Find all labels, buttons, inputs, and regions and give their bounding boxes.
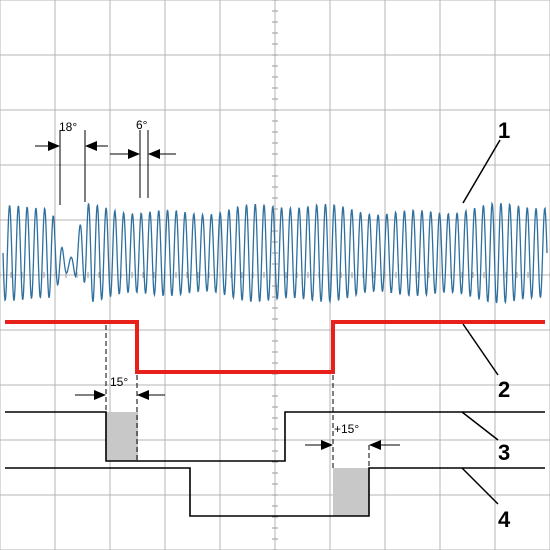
angle-label-18: 18° [59, 120, 77, 134]
angle-label-6: 6° [136, 118, 148, 132]
trace-number-3: 3 [498, 440, 510, 465]
trace-number-2: 2 [498, 377, 510, 402]
trace-number-4: 4 [498, 507, 511, 532]
angle-label-plus15: +15° [334, 422, 359, 436]
measure-15 [75, 390, 165, 400]
measure-18 [35, 130, 108, 205]
trace-2-red-pulse [5, 320, 545, 374]
angle-label-15: 15° [110, 375, 128, 389]
trace-1-waveform [2, 201, 548, 305]
shaded-region-15 [106, 412, 138, 461]
measure-plus15 [305, 440, 400, 450]
trace-4-digital [5, 467, 545, 517]
shaded-region-plus15 [333, 468, 369, 516]
callout-leaders [461, 139, 501, 505]
dashed-guides [105, 325, 370, 468]
measure-6 [110, 130, 176, 198]
trace-3-digital [5, 411, 545, 462]
trace-number-1: 1 [498, 118, 510, 143]
